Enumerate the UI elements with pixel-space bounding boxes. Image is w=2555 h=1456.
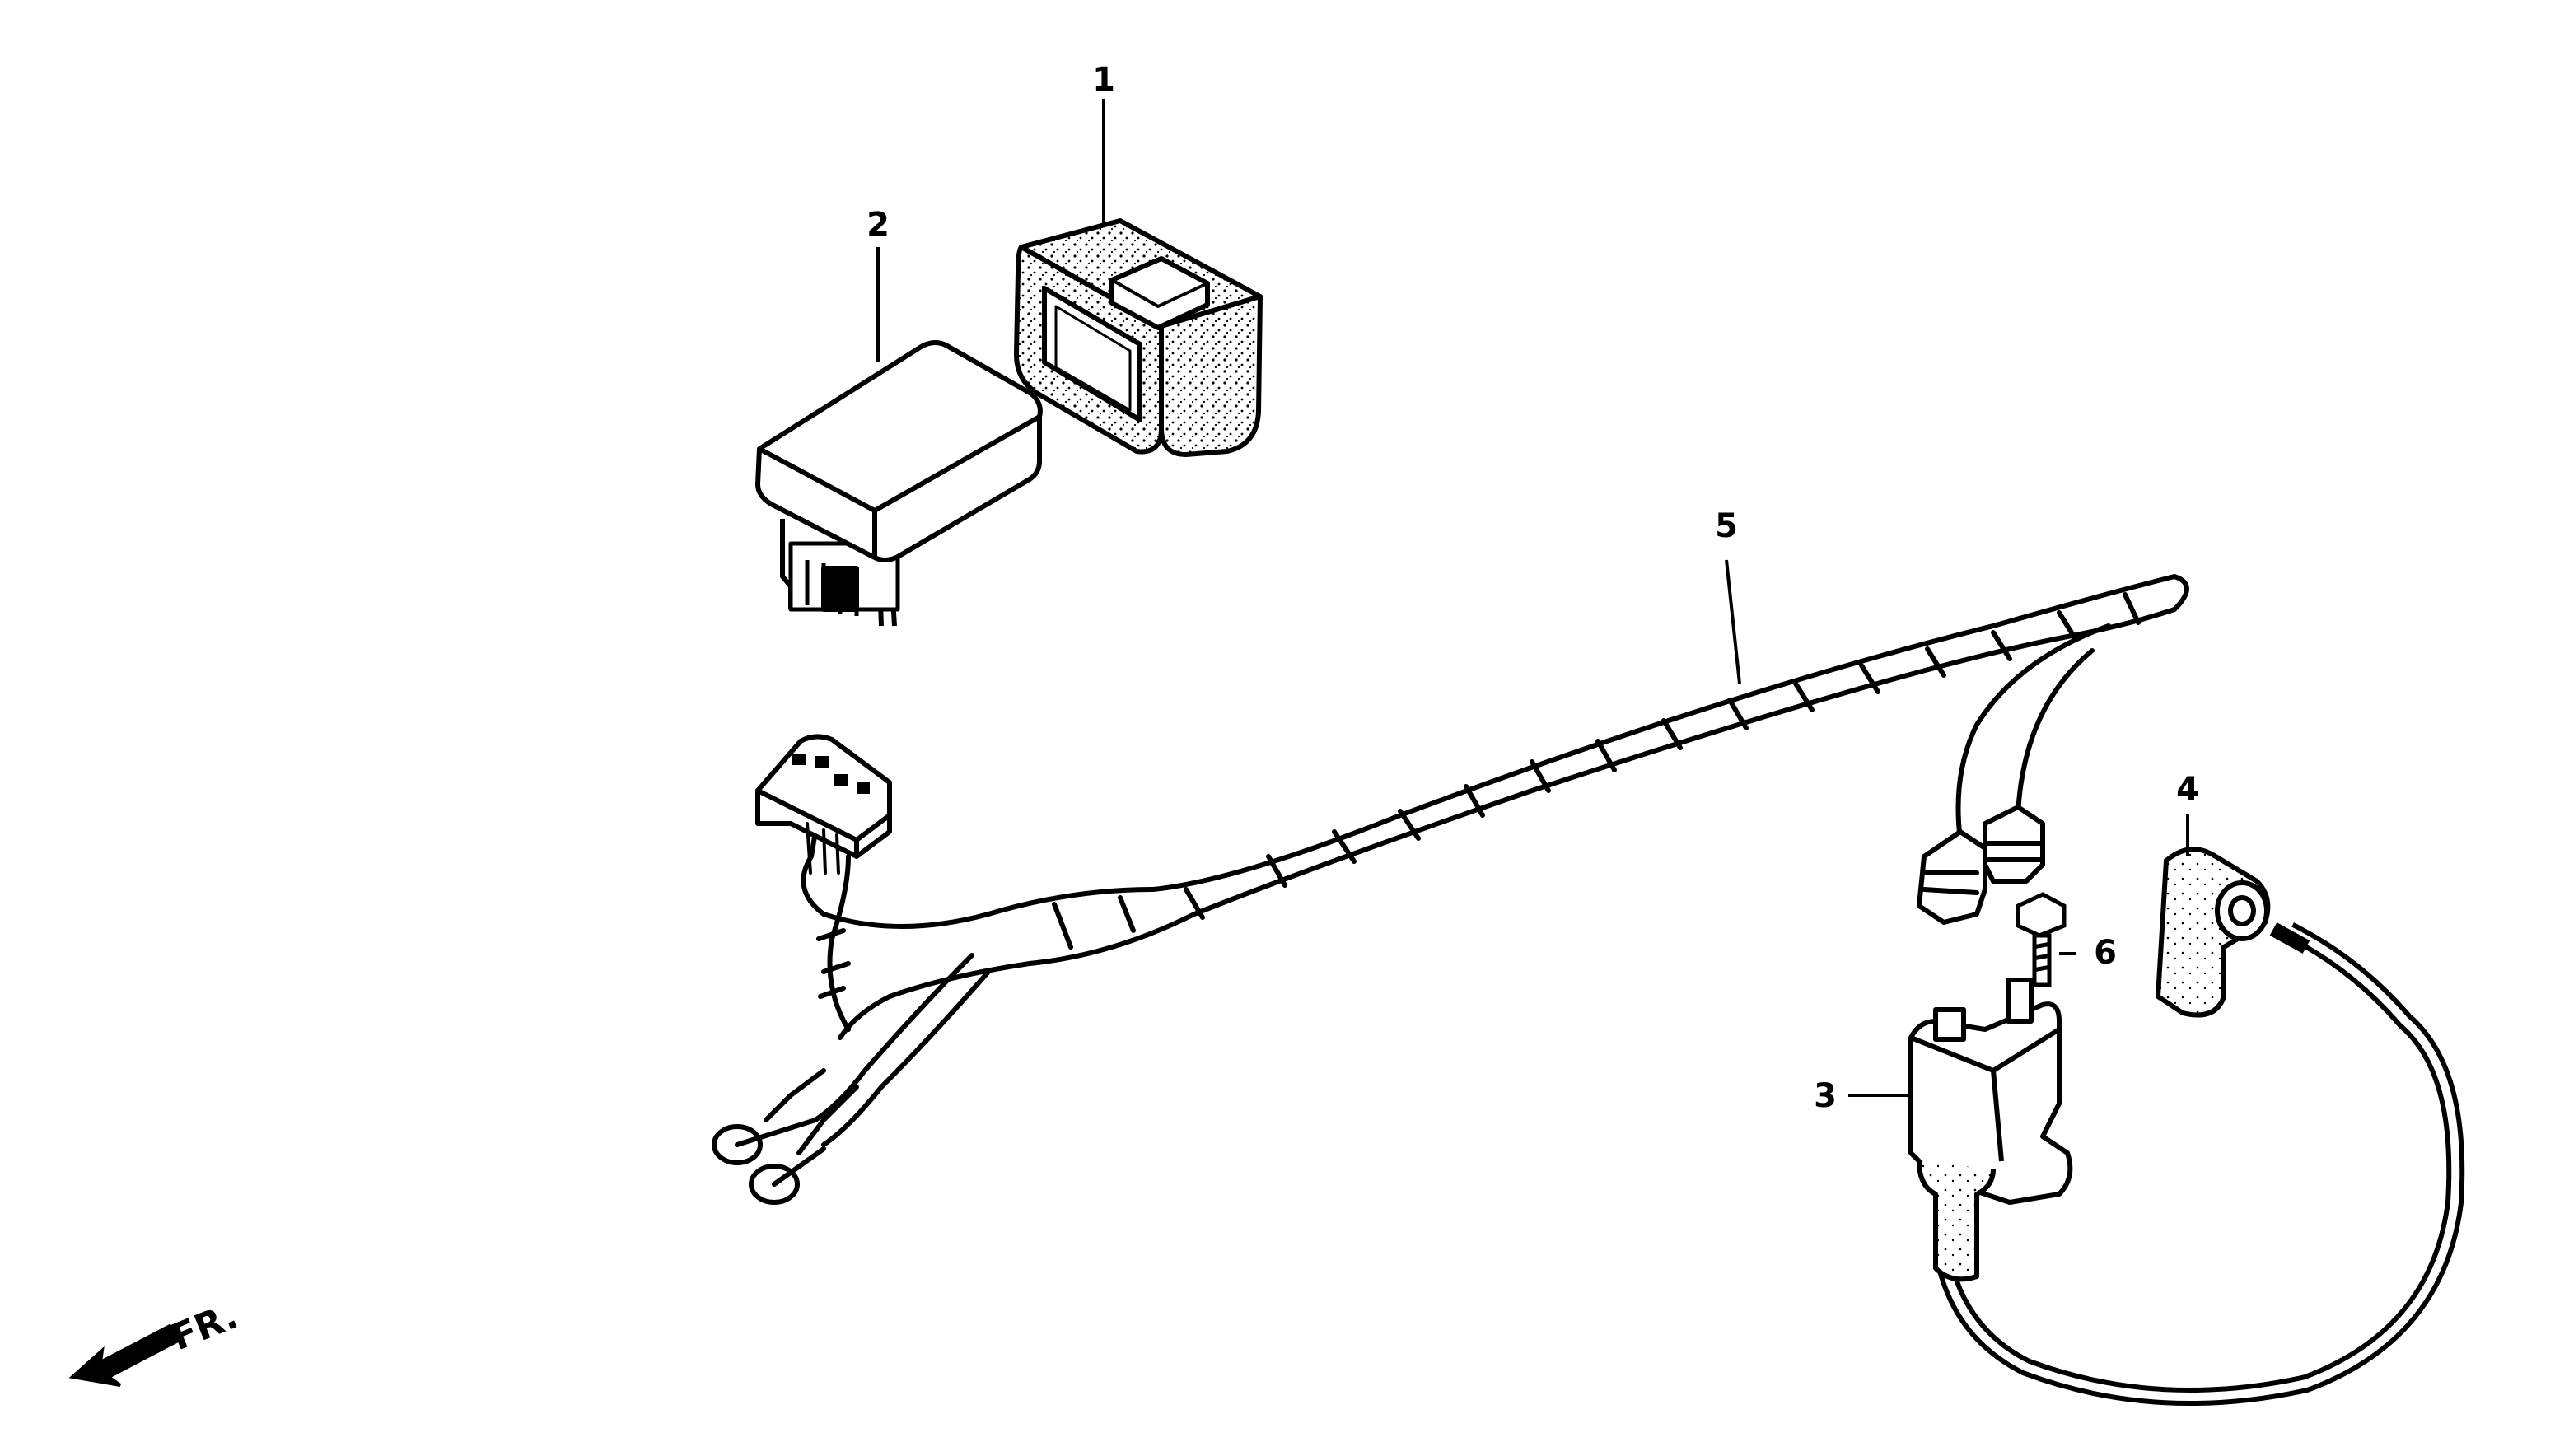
cdi-bracket-part (1014, 218, 1263, 457)
front-direction-arrow: FR. (68, 1295, 244, 1387)
callout-1: 1 (1092, 61, 1115, 99)
callout-2: 2 (866, 206, 890, 244)
wire-harness-part (712, 574, 2189, 1205)
front-direction-label: FR. (166, 1295, 244, 1359)
callout-6: 6 (2094, 934, 2117, 972)
cdi-unit-part (755, 340, 1043, 627)
spark-plug-cap-part (2155, 847, 2271, 1018)
callout-5: 5 (1715, 507, 1738, 545)
flange-bolt-part (2016, 892, 2067, 987)
callout-4: 4 (2176, 771, 2199, 809)
ignition-coil-part (1908, 922, 2465, 1406)
leader-lines (876, 99, 2189, 1097)
callout-3: 3 (1814, 1077, 1837, 1115)
